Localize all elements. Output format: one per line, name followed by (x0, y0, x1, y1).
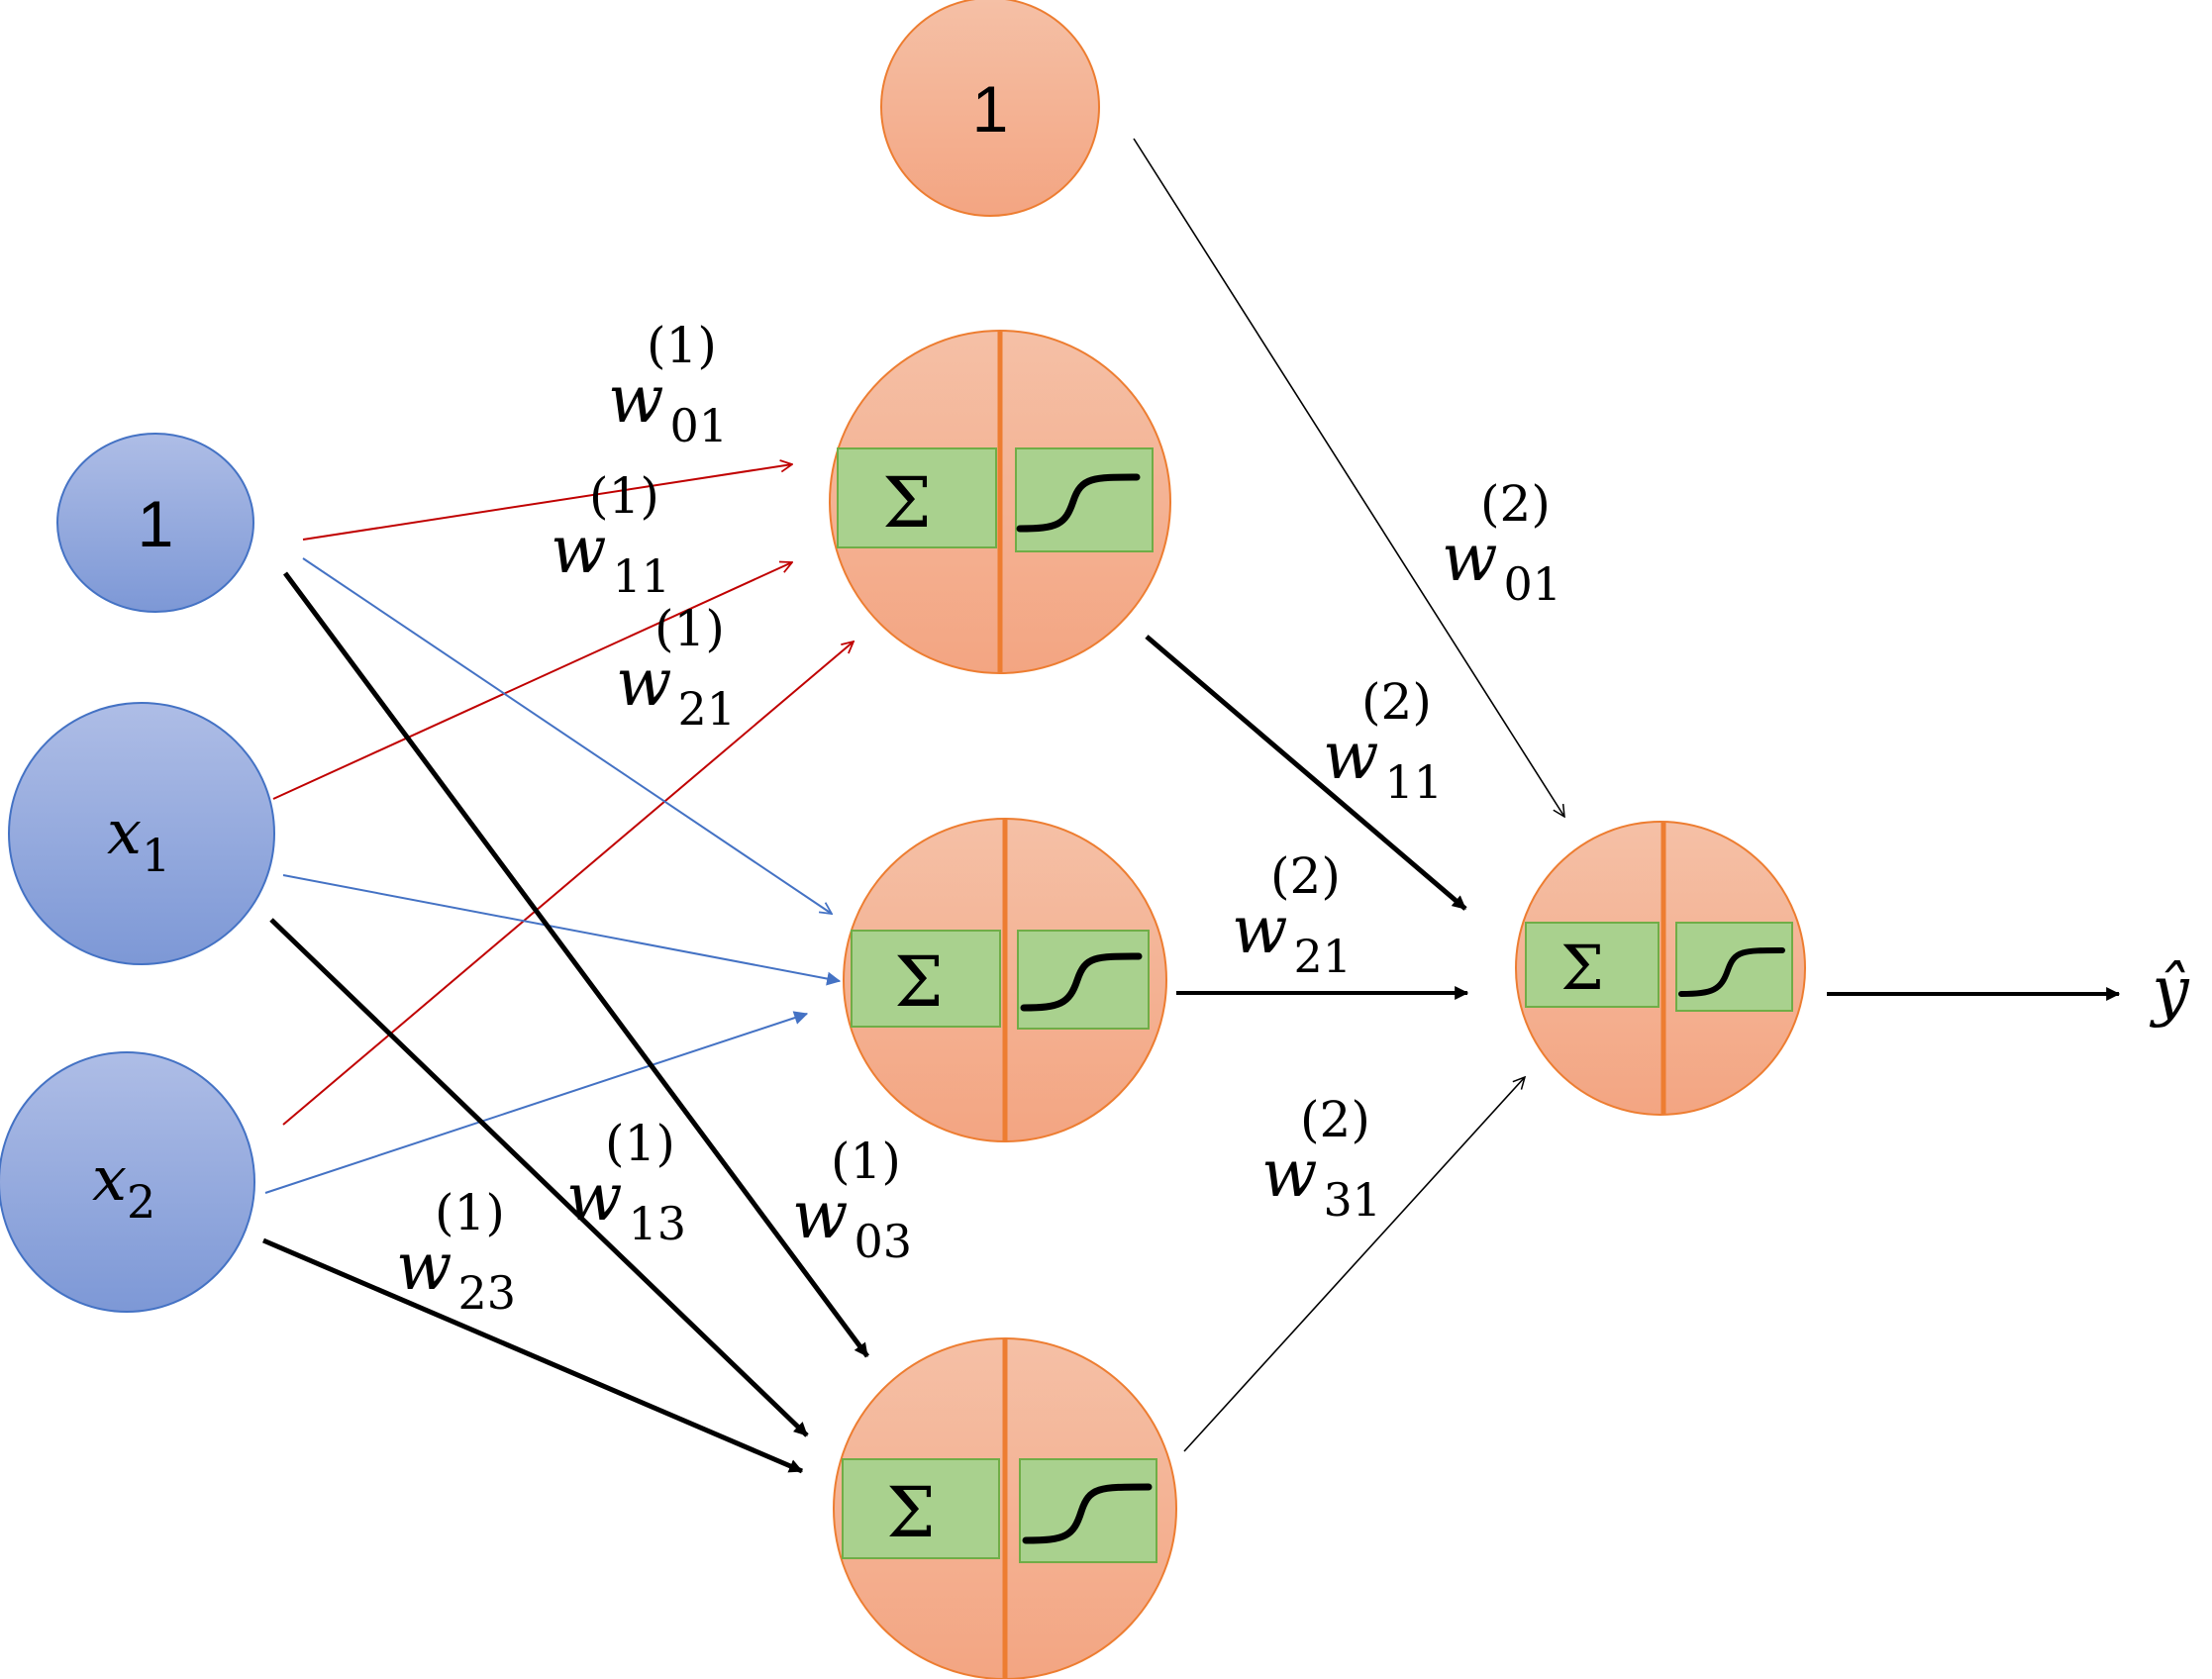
sigmoid-icon (1678, 947, 1785, 997)
sum-box (842, 1458, 1000, 1559)
activation-box (1015, 447, 1154, 552)
edge-x1-to-h2 (282, 874, 842, 986)
hidden-bias-label: 1 (972, 72, 1009, 146)
edge-x2-to-h1 (282, 642, 854, 1126)
hidden-neuron-3: Σ (833, 1337, 1177, 1679)
input-to-hidden-edges (262, 464, 870, 1474)
output-neuron: Σ (1515, 821, 1806, 1116)
hidden-neuron-2: Σ (843, 818, 1167, 1142)
edge-hbias-to-out (1133, 138, 1564, 817)
input-layer: 1 x1 x2 (0, 433, 275, 1313)
input-x1-node: x1 (8, 702, 275, 965)
activation-box (1017, 930, 1150, 1030)
edge-x2-to-h2 (264, 1011, 809, 1194)
sum-symbol: Σ (882, 462, 932, 543)
edge-h1-to-out (1145, 635, 1467, 911)
sigmoid-icon (1016, 473, 1141, 533)
edge-x1-to-h1 (272, 562, 792, 800)
sigmoid-icon (1022, 1483, 1153, 1544)
hidden-to-output-edges (1133, 138, 2121, 1452)
hidden-bias-node: 1 (880, 0, 1100, 217)
sum-box (837, 447, 997, 548)
input-x1-label: x1 (107, 796, 170, 882)
input-x2-label: x2 (92, 1142, 155, 1229)
sum-symbol: Σ (894, 941, 944, 1023)
edge-bias-to-h1 (302, 464, 792, 541)
sum-symbol: Σ (1560, 932, 1604, 1004)
sum-box (1525, 922, 1659, 1008)
edge-x2-to-h3 (262, 1237, 804, 1474)
edge-x1-to-h3 (269, 918, 809, 1437)
hidden-layer: 1 Σ Σ Σ (829, 0, 1177, 1679)
input-bias-node: 1 (56, 433, 254, 613)
sigmoid-icon (1020, 952, 1143, 1012)
input-bias-label: 1 (138, 487, 174, 560)
output-layer: Σ ŷ (1515, 821, 2189, 1116)
activation-box (1675, 922, 1793, 1012)
edge-bias-to-h2 (302, 557, 832, 914)
sum-box (851, 930, 1001, 1028)
activation-box (1019, 1458, 1157, 1563)
hidden-neuron-1: Σ (829, 330, 1171, 674)
output-y-hat-label: ŷ (2149, 952, 2189, 1029)
input-x2-node: x2 (0, 1051, 255, 1313)
edge-bias-to-h3 (282, 571, 870, 1358)
edge-h3-to-out (1183, 1077, 1525, 1452)
sum-symbol: Σ (886, 1472, 936, 1553)
